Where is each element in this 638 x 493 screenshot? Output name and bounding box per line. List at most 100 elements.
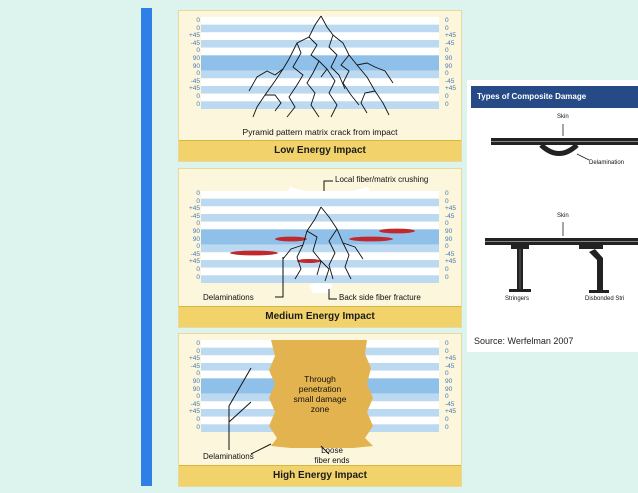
ply-band [201,229,439,237]
ply-label: 0 [445,393,449,401]
ply-label: 0 [196,92,200,100]
ply-band [201,206,439,214]
ply-band [201,214,439,222]
ply-label: 0 [196,17,200,24]
ply-label: 90 [445,62,453,70]
ply-label: 90 [445,377,453,385]
ply-label: 0 [196,273,200,281]
ply-label: 0 [196,423,200,431]
ply-label: 0 [196,100,200,108]
ply-label: -45 [190,212,200,220]
ply-label: 90 [192,377,200,385]
ply-label: +45 [445,85,457,93]
ply-label: -45 [445,362,455,370]
ply-label: 0 [196,220,200,228]
zone-label: Through penetration small damage zone [293,374,347,414]
ply-band [201,267,439,276]
ply-label: 0 [196,347,200,355]
matrix-cracks [248,15,394,118]
ply-label: +45 [188,205,200,213]
ply-label: -45 [190,77,200,85]
figure-header: Types of Composite Damage [471,86,638,108]
accent-bar [141,8,152,486]
high-energy-diagram [201,340,439,455]
ply-label: 0 [445,92,449,100]
skin-delamination [491,124,638,161]
source-citation: Source: Werfelman 2007 [474,336,574,346]
label-leaders [228,367,330,455]
ply-label: 90 [192,62,200,70]
ply-band [201,55,439,63]
ply-band [201,63,439,71]
ply-bands [201,191,439,283]
damage-zone [269,340,373,448]
label-leaders [275,180,337,300]
loose-fiber-label: Loose fiber ends [314,446,350,465]
ply-label: -45 [190,39,200,47]
ply-label: 0 [445,243,449,251]
ply-label: -45 [190,362,200,370]
ply-label: 0 [445,24,449,32]
ply-label: 0 [445,415,449,423]
ply-band [201,221,439,230]
ply-band [201,93,439,102]
ply-band [201,198,439,207]
stringer-structure [485,222,638,293]
ply-label: +45 [188,258,200,266]
ply-label: 0 [196,47,200,55]
matrix-cracks [282,206,364,282]
ply-label: 0 [196,197,200,205]
ply-label: 0 [445,423,449,431]
ply-label: -45 [445,39,455,47]
low-energy-title: Low Energy Impact [179,140,461,161]
ply-label: -45 [445,400,455,408]
delaminations-label: Delaminations [203,293,254,302]
delaminations-label: Delaminations [203,452,254,461]
ply-label: 0 [445,220,449,228]
ply-label: 0 [196,24,200,32]
ply-label: 0 [196,340,200,347]
ply-label: +45 [188,85,200,93]
medium-energy-title: Medium Energy Impact [179,306,461,327]
ply-bands [201,17,439,109]
ply-band [201,101,439,109]
skin-label-2: Skin [557,213,569,219]
ply-label: 90 [445,227,453,235]
low-energy-panel: Pyramid pattern matrix crack from impact… [178,10,462,162]
ply-label: 90 [192,385,200,393]
composite-damage-figure: Types of Composite Damage Skin Delaminat… [467,80,638,352]
ply-label: 0 [445,47,449,55]
ply-label: 0 [196,370,200,378]
ply-label: +45 [445,258,457,266]
skin-label: Skin [557,114,569,120]
ply-label: 0 [445,197,449,205]
ply-label: 0 [445,17,449,24]
ply-label: 0 [445,340,449,347]
ply-label: 90 [192,54,200,62]
ply-band [201,244,439,253]
ply-label: 0 [196,243,200,251]
ply-label: 90 [445,235,453,243]
ply-label: 90 [445,385,453,393]
ply-label: +45 [445,205,457,213]
fiber-fracture [309,283,333,293]
ply-band [201,78,439,86]
ply-label: -45 [445,212,455,220]
ply-label: 0 [445,273,449,281]
ply-label: -45 [445,77,455,85]
ply-label: +45 [188,355,200,363]
ply-label: +45 [445,32,457,40]
ply-label: -45 [190,400,200,408]
ply-band [201,237,439,245]
ply-band [201,252,439,260]
delamination-marks [230,228,415,263]
ply-label: 0 [445,347,449,355]
ply-label: +45 [445,408,457,416]
delamination-label: Delamination [589,160,625,166]
composite-damage-drawing [485,124,638,293]
stringers-label: Stringers [505,296,530,302]
